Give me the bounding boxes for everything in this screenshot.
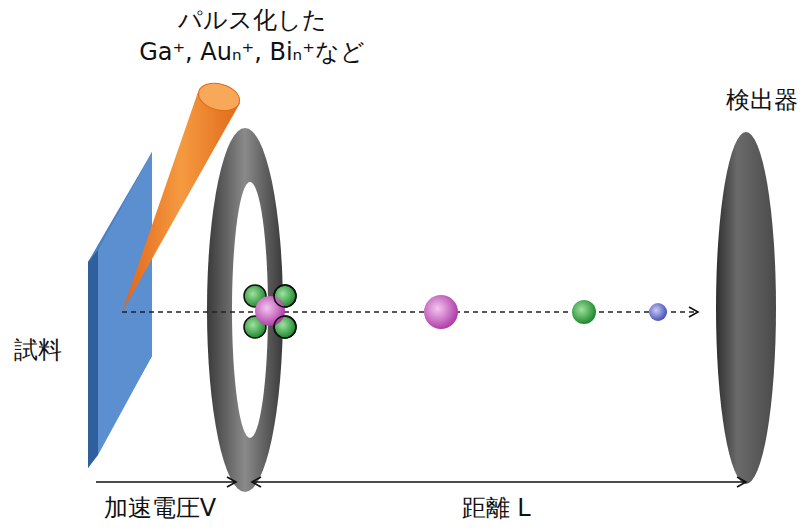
flight-path: [122, 311, 698, 313]
heavy-ion: [424, 295, 458, 329]
medium-ion: [572, 300, 596, 324]
voltage-label: 加速電圧V: [104, 494, 216, 523]
light-ion: [649, 303, 667, 321]
detector: [716, 132, 776, 484]
detector-label: 検出器: [726, 86, 798, 115]
distance-span: [252, 481, 746, 483]
sample-label: 試料: [14, 336, 62, 365]
ion-species: Ga⁺, Auₙ⁺, Biₙ⁺など: [139, 38, 365, 67]
distance-label: 距離 L: [462, 494, 531, 523]
secondary-ion-cluster: [244, 285, 296, 338]
beam-caption: パルス化した: [178, 6, 327, 35]
sample-plate: [88, 152, 152, 468]
acceleration-span: [96, 481, 236, 483]
